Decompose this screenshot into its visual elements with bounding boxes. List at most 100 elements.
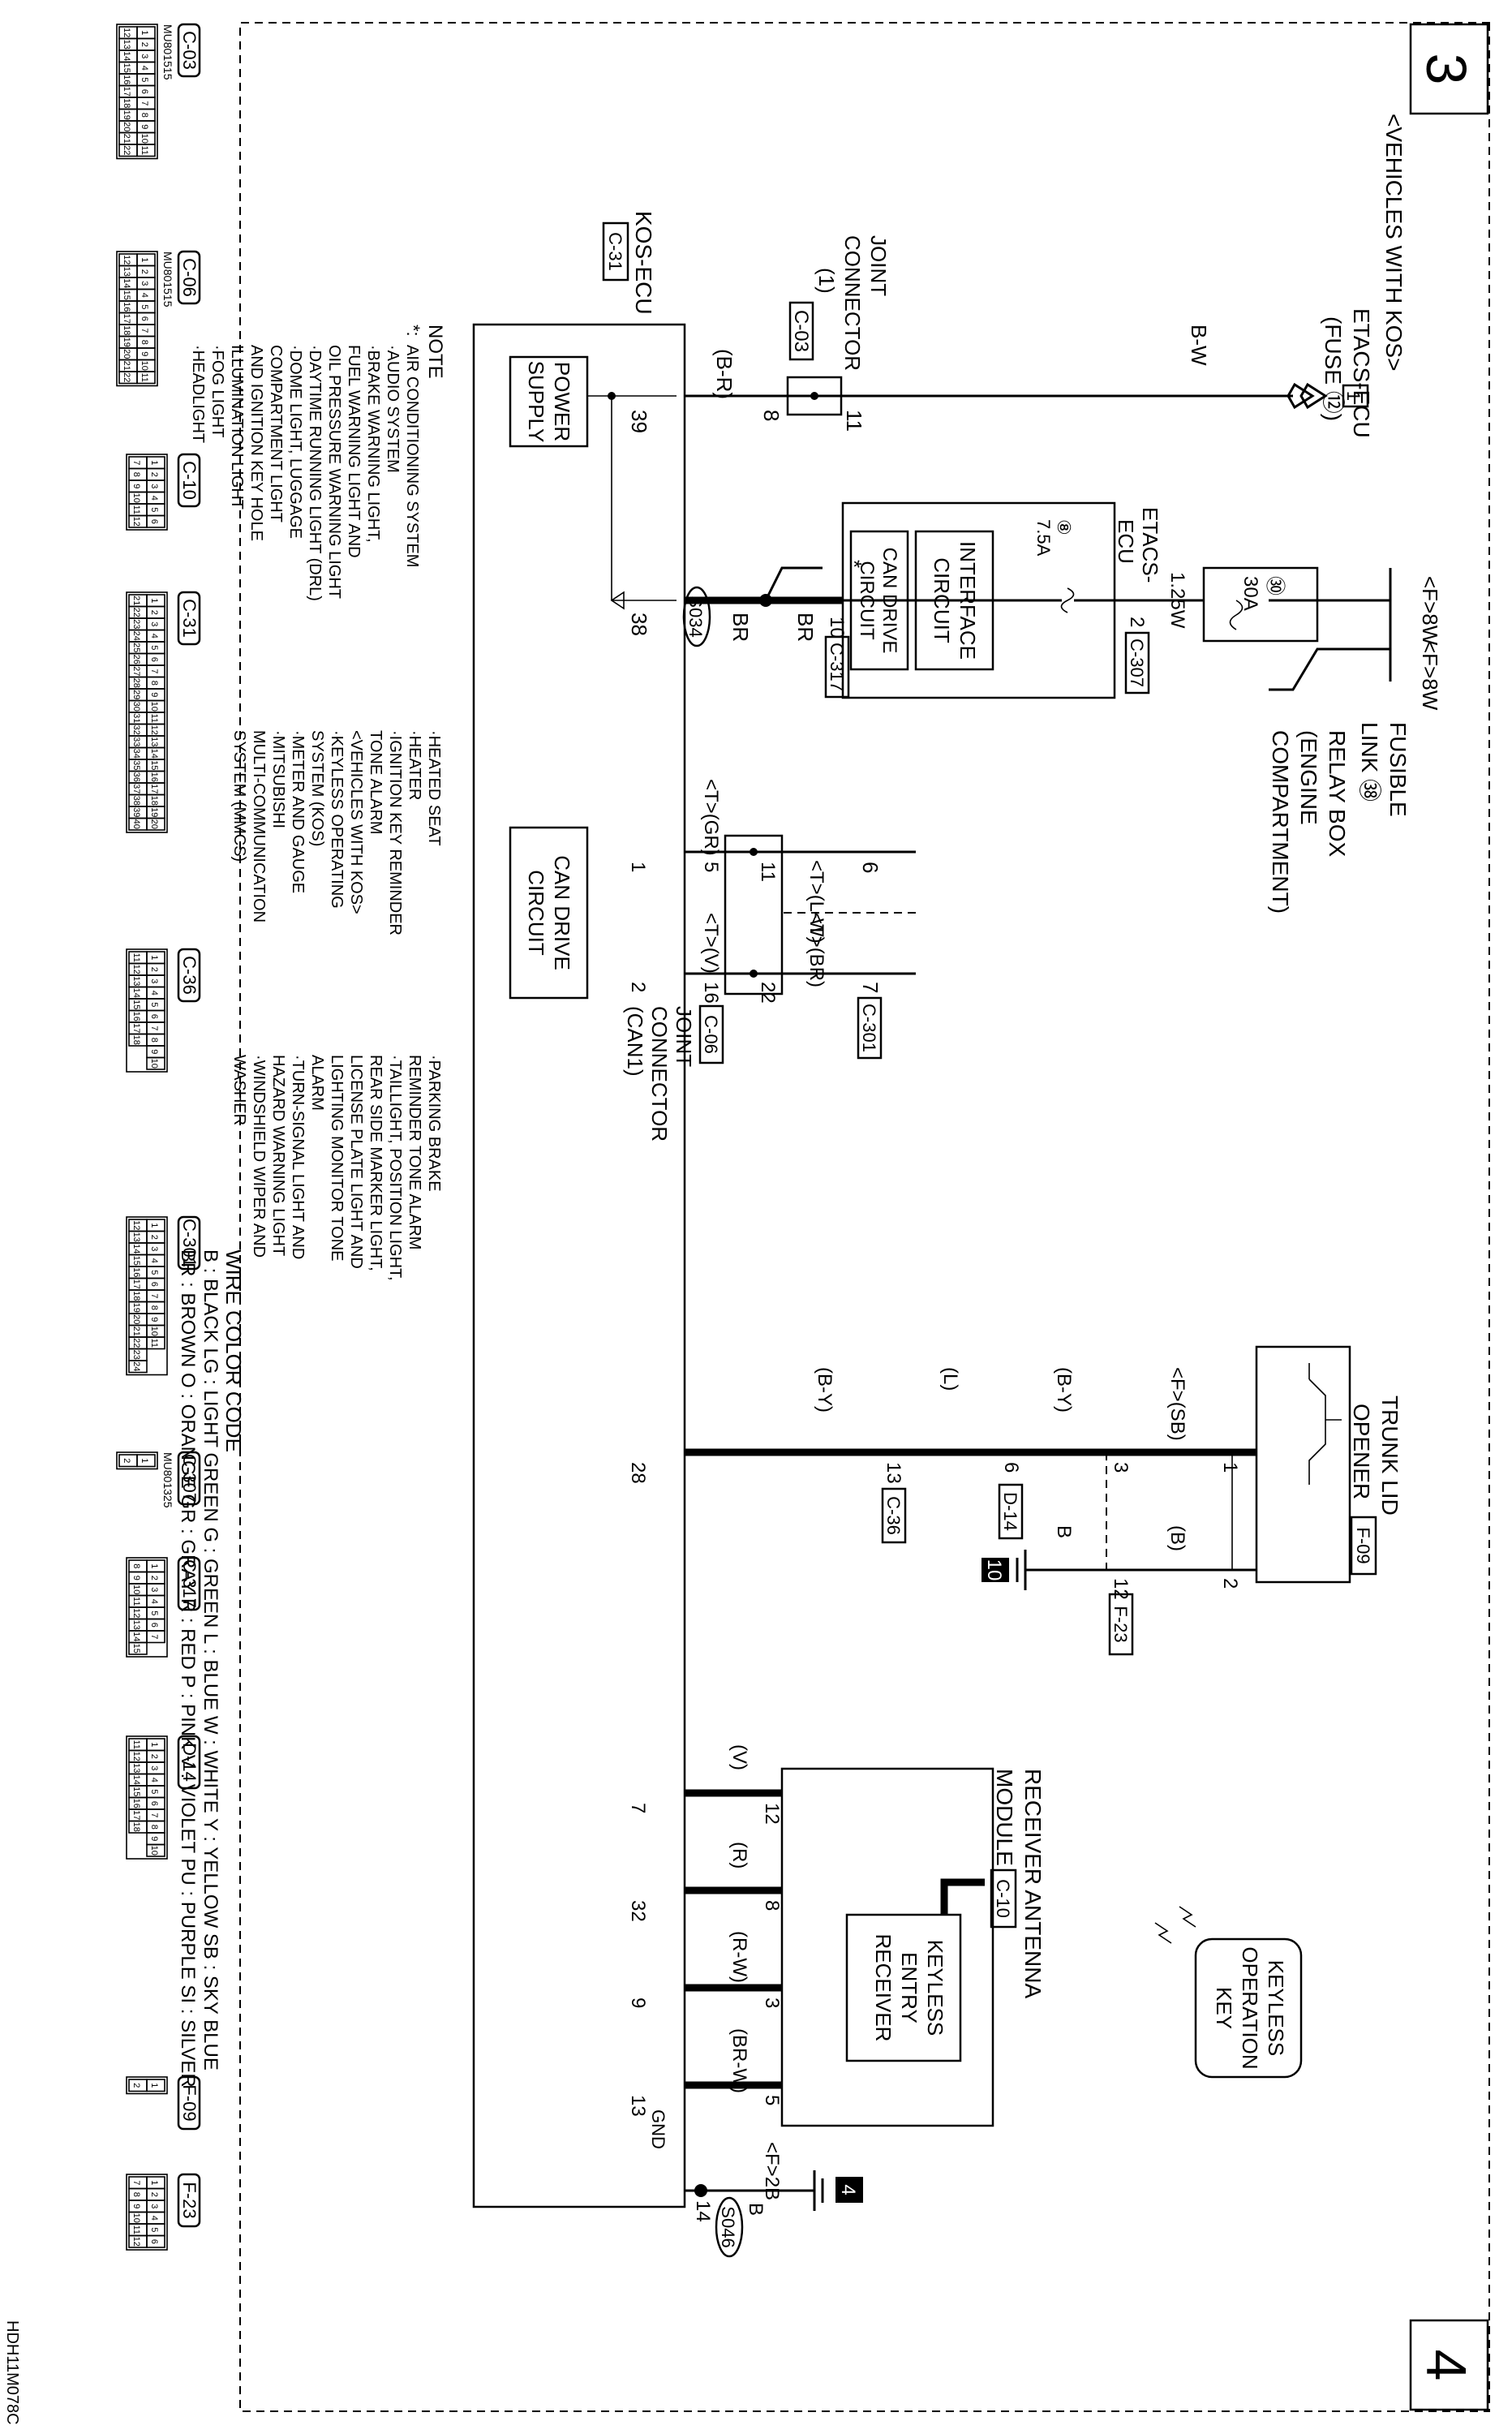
connector-pin: 4 [149,1778,159,1782]
connector-pin: 6 [140,316,149,321]
pin-r7: 7 [627,1803,649,1813]
connector-pin: 21 [131,1327,141,1336]
connector-pin: 20 [149,819,159,829]
connector-pin: 2 [149,610,159,615]
note-line: ·DAYTIME RUNNING LIGHT (DRL) [306,345,324,601]
connector-pin: 5 [149,1610,159,1615]
note-line: ·AUDIO SYSTEM [384,345,402,473]
connector-pin: 9 [131,2204,141,2208]
pin-r5: 5 [761,2095,783,2105]
relay-box-outline [1202,566,1319,643]
pin-r9: 9 [627,1998,649,2008]
connector-pin: 16 [131,1267,141,1277]
connector-id: C-36 [179,956,200,995]
connector-pin: 16 [149,772,159,782]
connector-pin: 8 [131,2192,141,2197]
note-col-1: AIR CONDITIONING SYSTEM·AUDIO SYSTEM·BRA… [189,345,421,601]
connector-pin: 7 [131,460,141,465]
fusible-link-num: ㉚ [1264,576,1286,596]
etacs-fuse-amps: 7.5A [1033,519,1054,557]
ground-10: 10 [982,1550,1090,1590]
trunk-switch-box [1255,1345,1351,1584]
connector-pin: 3 [149,621,159,626]
connector-pin: 14 [131,1632,141,1641]
connector-pin: 20 [131,1314,141,1324]
note-line: ·METER AND GAUGE [289,730,307,893]
power-supply-label-2: SUPPLY [524,361,548,443]
pin-6-can: 6 [858,862,883,873]
conn-ref-c307: C-307 [1127,639,1147,687]
trunk-label-2: OPENER [1349,1404,1374,1499]
etacs-fuse-label: ETACS-ECU [1349,308,1374,438]
connector-pin: 6 [149,657,159,662]
relay-box-label-1: RELAY BOX [1325,730,1350,857]
connector-strip: C-03MU8015151234567891011121314151617181… [116,23,201,2251]
wire-label-by-2: (B-Y) [814,1367,835,1413]
connector-pin: 36 [131,772,141,782]
connector-pin: 8 [131,1563,141,1568]
note-line: ·FOG LIGHT [208,345,226,437]
connector-pin: 19 [122,338,131,347]
connector-pin: 4 [149,496,159,501]
connector-pin: 3 [140,281,149,286]
connector-pin: 39 [131,807,141,817]
page-number-bottom: 4 [1409,2319,1489,2411]
jc1-label-2: CONNECTOR [840,235,865,371]
wire-label-b-r: (B-R) [712,349,737,399]
note-line: <VEHICLES WITH KOS> [347,730,365,914]
pin-7-can: 7 [858,982,883,993]
pin-16-can: 16 [700,982,722,1004]
connector-pin: 7 [140,101,149,105]
connector-pin: 2 [149,967,159,972]
fusible-link-amps: 30A [1239,576,1261,611]
connector-pin: 1 [149,955,159,960]
connector-id: C-03 [179,31,200,70]
etacs-label-2: ECU [1114,519,1138,564]
connector-pin: 7 [149,1026,159,1030]
connector-pin: 10 [131,493,141,503]
receiver-inner-2: ENTRY [897,1952,921,2023]
connector-pin: 16 [131,1799,141,1808]
connector-pin: 18 [122,98,131,108]
connector-pin: 2 [140,42,149,47]
wire-color-line-1: B : BLACK LG : LIGHT GREEN G : GREEN L :… [200,1249,221,2071]
connector-pin: 1 [149,2083,159,2088]
connector-pin: 2 [149,472,159,477]
wire-label-l: (L) [939,1367,961,1391]
connector-pin: 20 [122,349,131,359]
note-line: ·DOME LIGHT, LUGGAGE [286,345,304,539]
connector-pin: 17 [122,314,131,324]
connector-pin: 10 [149,1327,159,1336]
connector-pin: 17 [131,1810,141,1820]
connector-pin: 7 [149,1813,159,1817]
note-line: REMINDER TONE ALARM [406,1055,423,1249]
connector-id: D-14 [179,1743,200,1782]
splice-s046: S046 [694,2184,744,2258]
connector-pin: 22 [131,608,141,617]
connector-pin: 3 [149,1587,159,1592]
relay-box-label-2: (ENGINE [1296,730,1321,825]
kos-can-drive-box [509,826,589,1000]
connector-pin: 15 [149,760,159,770]
pin-10-c317: 10 [826,617,848,639]
note-line: ·BRAKE WARNING LIGHT, [364,345,382,543]
connector-pin: 15 [131,1787,141,1796]
pin-39: 39 [627,410,651,433]
connector-c-301: C-30112345678910111213141516171819202122… [126,1215,201,1376]
note-line: ALARM [308,1055,326,1111]
connector-pin: 14 [131,988,141,998]
note-line: TONE ALARM [367,730,384,835]
connector-pin: 11 [131,1597,141,1606]
connector-pin: 7 [149,1293,159,1298]
connector-pin: 9 [149,1317,159,1322]
note-col-3: ·PARKING BRAKE REMINDER TONE ALARM·TAILL… [230,1055,443,1281]
note-line: WASHER [230,1055,248,1125]
wire-label-brw: (BR-W) [728,2028,750,2093]
trunk-lid-opener: TRUNK LID OPENER F-09 [1255,1345,1402,1584]
note-line: OIL PRESSURE WARNING LIGHT [325,345,343,599]
pin-gnd-14: 14 [692,2200,714,2222]
fusible-link-sub: LINK ㊳ [1357,722,1382,802]
